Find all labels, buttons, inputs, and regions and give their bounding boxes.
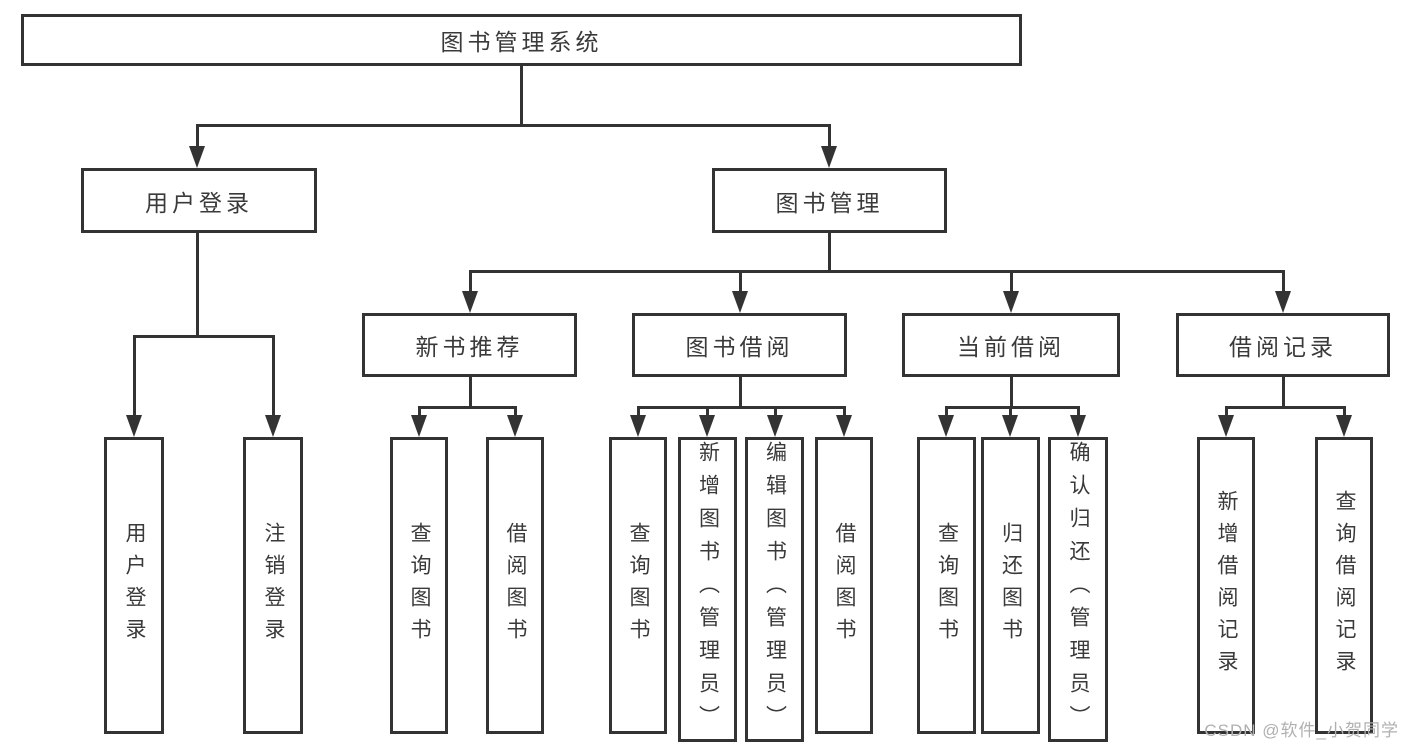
leaf-borrow-book-2: 借阅图书	[815, 437, 873, 734]
leaf-borrow-book-2-label: 借阅图书	[833, 521, 856, 650]
arrowhead-icon	[938, 415, 954, 437]
node-current-borrow-label: 当前借阅	[957, 334, 1065, 360]
connector-line	[133, 335, 136, 419]
connector-line	[1009, 406, 1012, 419]
leaf-confirm-return-admin-label: 确认归还（管理员）	[1067, 441, 1090, 738]
leaf-add-book-admin: 新增图书（管理员）	[678, 437, 737, 742]
arrowhead-icon	[630, 415, 646, 437]
connector-line	[520, 66, 523, 127]
leaf-query-book-1-label: 查询图书	[408, 521, 431, 650]
leaf-user-login-label: 用户登录	[123, 521, 146, 650]
arrowhead-icon	[126, 415, 142, 437]
arrowhead-icon	[411, 415, 427, 437]
leaf-query-book-2-label: 查询图书	[627, 521, 650, 650]
connector-line	[637, 406, 640, 419]
leaf-query-borrow-record-label: 查询借阅记录	[1333, 489, 1356, 682]
arrowhead-icon	[265, 415, 281, 437]
leaf-logout: 注销登录	[243, 437, 303, 734]
leaf-query-book-1: 查询图书	[390, 437, 448, 734]
leaf-logout-label: 注销登录	[262, 521, 285, 650]
connector-line	[133, 335, 275, 338]
leaf-borrow-book-1-label: 借阅图书	[504, 521, 527, 650]
leaf-add-book-admin-label: 新增图书（管理员）	[696, 441, 720, 738]
leaf-user-login: 用户登录	[104, 437, 164, 734]
connector-line	[1225, 406, 1228, 419]
arrowhead-icon	[1336, 415, 1352, 437]
leaf-return-book-label: 归还图书	[999, 521, 1023, 650]
arrowhead-icon	[1275, 291, 1291, 313]
node-root: 图书管理系统	[21, 14, 1022, 66]
leaf-add-borrow-record: 新增借阅记录	[1197, 437, 1255, 734]
leaf-add-borrow-record-label: 新增借阅记录	[1215, 489, 1238, 682]
leaf-query-borrow-record: 查询借阅记录	[1315, 437, 1373, 734]
arrowhead-icon	[1070, 415, 1086, 437]
node-book-borrow: 图书借阅	[632, 313, 847, 377]
connector-line	[469, 270, 1285, 273]
leaf-edit-book-admin-label: 编辑图书（管理员）	[763, 441, 787, 738]
connector-line	[739, 270, 742, 295]
node-book-borrow-label: 图书借阅	[685, 334, 794, 360]
connector-line	[272, 335, 275, 419]
connector-line	[1282, 377, 1285, 409]
node-current-borrow: 当前借阅	[902, 313, 1120, 377]
connector-line	[637, 406, 846, 409]
arrowhead-icon	[836, 415, 852, 437]
node-root-label: 图书管理系统	[440, 29, 603, 55]
connector-line	[1010, 270, 1013, 295]
arrowhead-icon	[507, 415, 523, 437]
leaf-borrow-book-1: 借阅图书	[486, 437, 544, 734]
connector-line	[1343, 406, 1346, 419]
connector-line	[1282, 270, 1285, 295]
node-borrow-record-label: 借阅记录	[1229, 334, 1337, 360]
connector-line	[828, 233, 831, 273]
arrowhead-icon	[767, 415, 783, 437]
arrowhead-icon	[1003, 291, 1019, 313]
connector-line	[196, 124, 199, 150]
arrowhead-icon	[1002, 415, 1018, 437]
leaf-query-book-3-label: 查询图书	[935, 521, 959, 650]
node-book-mgmt: 图书管理	[712, 168, 947, 233]
node-user-login-label: 用户登录	[145, 189, 253, 216]
arrowhead-icon	[699, 415, 715, 437]
arrowhead-icon	[189, 146, 205, 168]
connector-line	[706, 406, 709, 419]
connector-line	[843, 406, 846, 419]
watermark: CSDN @软件_小贺同学	[1204, 721, 1399, 740]
arrowhead-icon	[821, 146, 837, 168]
connector-line	[418, 406, 421, 419]
connector-line	[945, 406, 948, 419]
leaf-confirm-return-admin: 确认归还（管理员）	[1048, 437, 1108, 742]
connector-line	[196, 124, 831, 127]
connector-line	[514, 406, 517, 419]
arrowhead-icon	[732, 291, 748, 313]
arrowhead-icon	[462, 291, 478, 313]
node-book-mgmt-label: 图书管理	[775, 189, 884, 216]
connector-line	[196, 233, 199, 338]
connector-line	[469, 377, 472, 409]
arrowhead-icon	[1218, 415, 1234, 437]
connector-line	[828, 124, 831, 150]
leaf-query-book-3: 查询图书	[917, 437, 976, 734]
connector-line	[774, 406, 777, 419]
connector-line	[469, 270, 472, 295]
connector-line	[1010, 377, 1013, 409]
leaf-edit-book-admin: 编辑图书（管理员）	[745, 437, 804, 742]
node-new-book-rec-label: 新书推荐	[415, 334, 524, 360]
leaf-return-book: 归还图书	[981, 437, 1040, 734]
leaf-query-book-2: 查询图书	[609, 437, 667, 734]
connector-line	[1077, 406, 1080, 419]
connector-line	[418, 406, 517, 409]
node-borrow-record: 借阅记录	[1176, 313, 1390, 377]
connector-line	[945, 406, 1080, 409]
connector-line	[1225, 406, 1346, 409]
node-user-login: 用户登录	[81, 168, 317, 233]
node-new-book-rec: 新书推荐	[362, 313, 577, 377]
connector-line	[739, 377, 742, 409]
